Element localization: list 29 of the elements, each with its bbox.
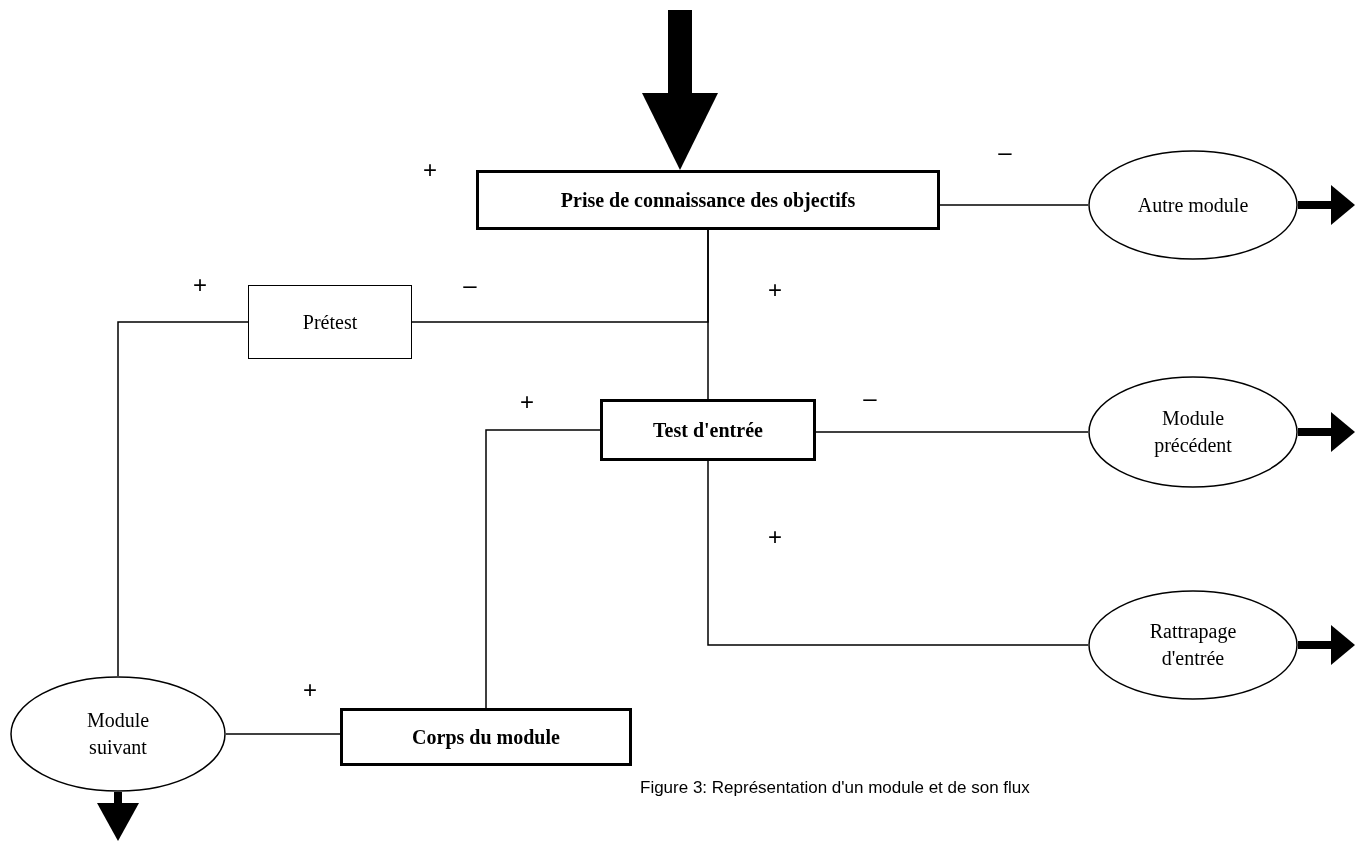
connector-line (815, 431, 1089, 433)
block-arrow (97, 792, 139, 841)
process-box (476, 170, 940, 230)
process-box (340, 708, 632, 766)
node-label: Rattrapage d'entrée (1148, 619, 1238, 671)
node-label: Test d'entrée (653, 417, 763, 443)
node-label: Prise de connaissance des objectifs (560, 187, 856, 214)
connector-line (707, 229, 709, 400)
block-arrow (1298, 185, 1355, 225)
process-box (600, 399, 816, 461)
connector-line (117, 321, 249, 677)
node-label: Module suivant (85, 708, 151, 760)
module-ellipse (1088, 376, 1298, 488)
node-label: Prétest (302, 309, 358, 335)
process-box (248, 285, 412, 359)
block-arrow (1298, 625, 1355, 665)
module-ellipse (1088, 150, 1298, 260)
module-ellipse (10, 676, 226, 792)
block-arrow (642, 10, 718, 170)
node-label: Autre module (1137, 192, 1249, 218)
connector-line (707, 460, 1089, 646)
node-label: Module précédent (1153, 406, 1233, 459)
block-arrow (1298, 412, 1355, 452)
connector-line (939, 204, 1089, 206)
connector-line (485, 429, 601, 709)
node-label: Corps du module (412, 724, 560, 751)
connector-line (225, 733, 341, 735)
module-ellipse (1088, 590, 1298, 700)
figure-caption: Figure 3: Représentation d'un module et de son flux (640, 778, 1030, 798)
